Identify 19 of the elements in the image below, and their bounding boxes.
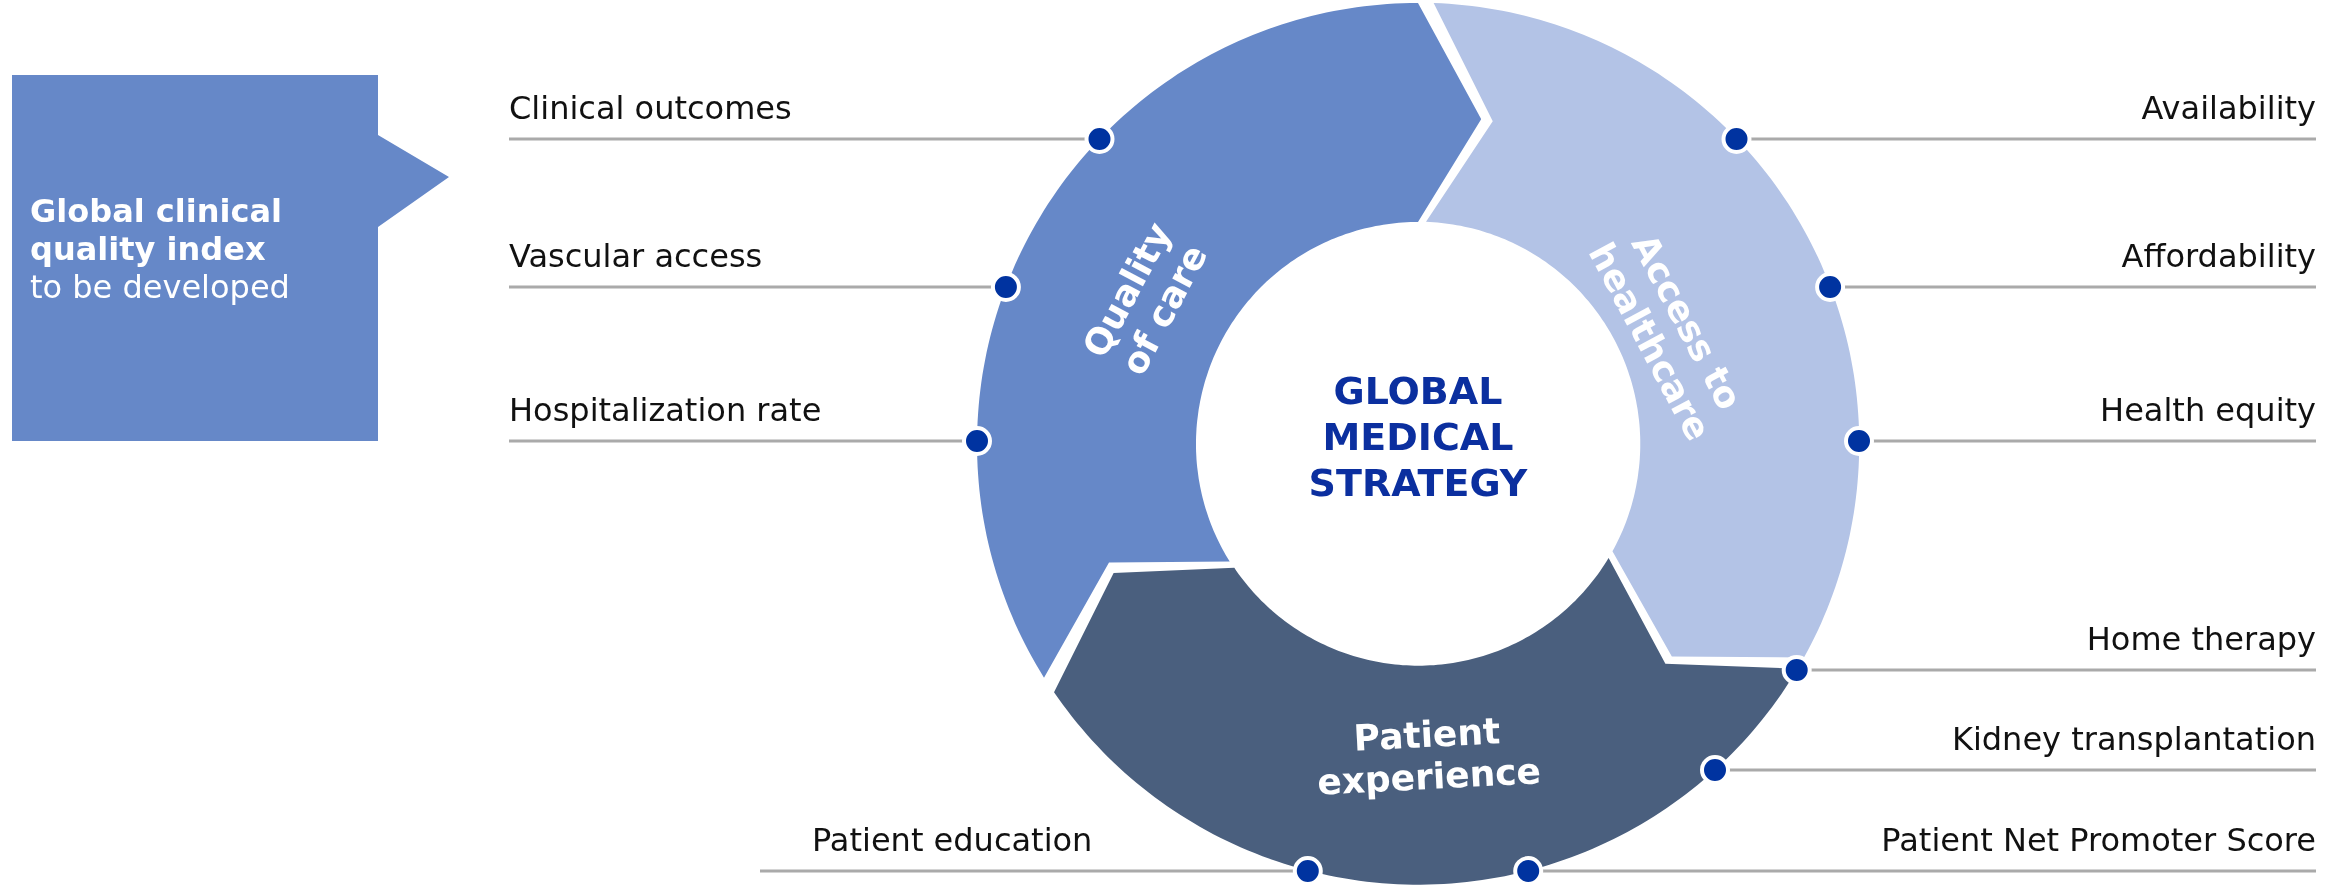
leader-line [1815, 272, 2316, 302]
leader-label: Affordability [2121, 237, 2316, 287]
leader-label: Hospitalization rate [509, 391, 822, 441]
hub-title: GLOBAL MEDICAL STRATEGY [1307, 368, 1529, 506]
leader-label: Clinical outcomes [509, 89, 792, 139]
segment-label: Patient experience [1315, 709, 1543, 805]
leader-label: Availability [2141, 89, 2316, 139]
leader-label: Vascular access [509, 237, 763, 287]
leader-label: Patient Net Promoter Score [1881, 821, 2316, 871]
leader-label: Patient education [760, 821, 1093, 871]
callout-text: to be developed [30, 268, 291, 306]
leader-label: Home therapy [2086, 620, 2316, 670]
leader-line [1781, 655, 2316, 685]
leader-line [509, 272, 1021, 302]
leader-line [1844, 426, 2316, 456]
leader-label: Health equity [2100, 391, 2316, 441]
leader-label: Kidney transplantation [1951, 720, 2316, 770]
callout-box [12, 75, 449, 441]
leader-line [509, 426, 992, 456]
